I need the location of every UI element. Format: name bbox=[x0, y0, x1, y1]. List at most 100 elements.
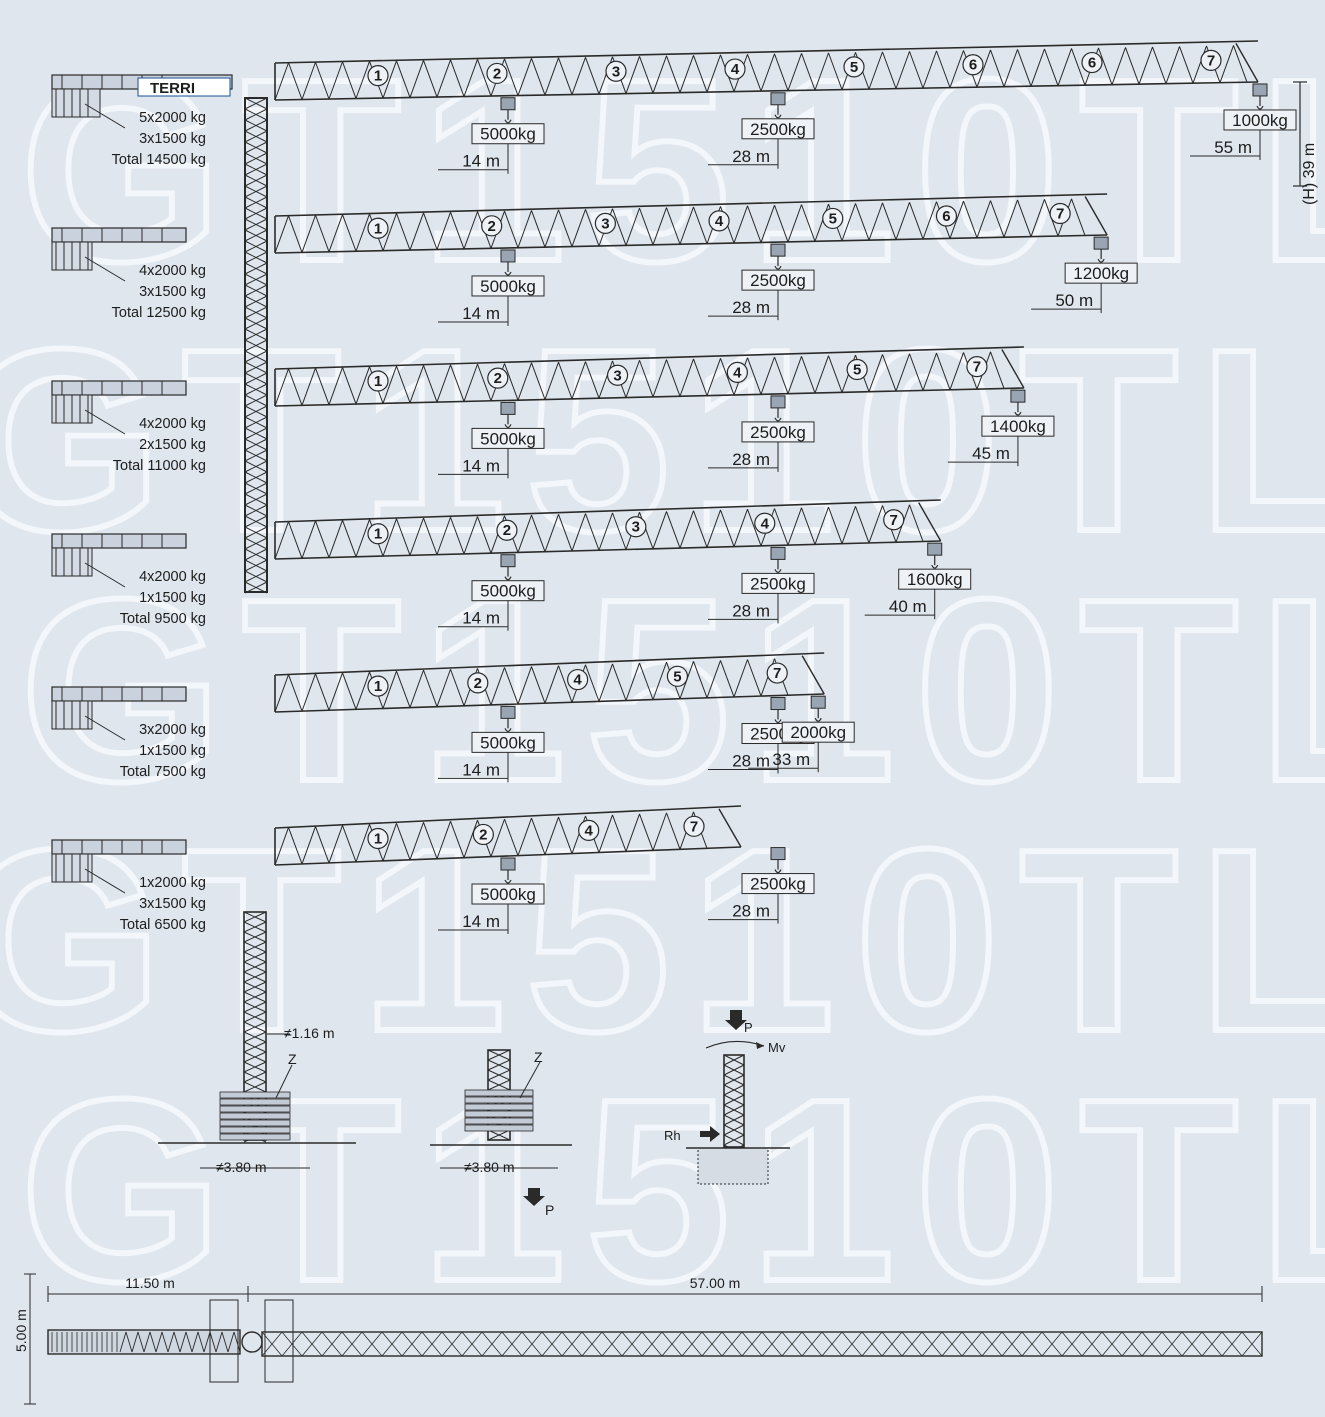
plan-jib-lace bbox=[1141, 1331, 1163, 1357]
jib-lacing bbox=[639, 207, 654, 245]
plan-counter-lace bbox=[167, 1331, 175, 1353]
plan-jib-lace bbox=[261, 1331, 283, 1357]
load-kg: 5000kg bbox=[480, 125, 536, 144]
base1-brace bbox=[243, 1071, 267, 1083]
plan-counter-lace bbox=[125, 1331, 133, 1353]
mast-brace bbox=[244, 361, 268, 374]
section-marker bbox=[605, 60, 627, 82]
mast-brace bbox=[244, 427, 268, 440]
load-distance: 55 m bbox=[1214, 138, 1252, 157]
jib-lacing bbox=[625, 813, 640, 852]
hook-block-icon bbox=[500, 857, 516, 871]
mast-brace bbox=[244, 328, 268, 341]
jib-lacing bbox=[625, 360, 640, 398]
tower-height-label: (H) 39 m bbox=[1301, 143, 1318, 205]
mast-brace bbox=[244, 537, 268, 550]
hook-block-icon bbox=[770, 243, 786, 257]
counterweight-line: 3x2000 kg bbox=[139, 722, 206, 738]
jib-lacing bbox=[409, 669, 424, 708]
plan-jib-lace bbox=[981, 1331, 1003, 1357]
jib-lacing bbox=[1057, 48, 1072, 86]
hook-icon bbox=[774, 569, 782, 573]
plan-jib-lace bbox=[321, 1331, 343, 1357]
counter-jib-beam bbox=[51, 839, 187, 855]
jib-lacing bbox=[760, 356, 775, 395]
jib-lacing bbox=[733, 205, 748, 244]
jib-lacing bbox=[774, 53, 789, 91]
jib-bottom-chord bbox=[274, 693, 825, 713]
jib-lacing bbox=[666, 55, 681, 93]
jib-lacing bbox=[328, 825, 343, 864]
ballast-block bbox=[219, 1105, 291, 1113]
plan-jib-lace bbox=[401, 1331, 423, 1357]
jib-top-chord bbox=[274, 652, 825, 676]
mast-brace bbox=[244, 251, 268, 264]
jib-lacing bbox=[693, 206, 708, 244]
jib-lacing bbox=[315, 520, 330, 558]
jib-lacing bbox=[1138, 46, 1153, 85]
hook-icon bbox=[504, 576, 512, 581]
jib-lacing bbox=[423, 60, 438, 98]
plan-jib-lace bbox=[341, 1331, 363, 1357]
base1-brace bbox=[243, 1001, 267, 1013]
ballast-block bbox=[219, 1112, 291, 1120]
jib-lacing bbox=[558, 514, 573, 552]
jib-lacing bbox=[679, 206, 694, 245]
jib-lacing bbox=[409, 60, 424, 98]
base2-brace bbox=[487, 1049, 511, 1061]
plan-jib-lace bbox=[881, 1331, 903, 1357]
load-distance: 14 m bbox=[462, 304, 500, 323]
jib-bottom-chord bbox=[274, 387, 1024, 407]
jib-lacing bbox=[1071, 198, 1086, 236]
section-number: 7 bbox=[973, 359, 981, 376]
jib-lacing bbox=[936, 352, 951, 390]
section-number: 1 bbox=[374, 831, 382, 848]
jib-lacing bbox=[720, 509, 735, 547]
jib-lacing bbox=[990, 49, 1005, 87]
jib-lacing bbox=[585, 57, 600, 95]
plan-counter-lace bbox=[131, 1331, 139, 1353]
jib-lacing bbox=[801, 356, 816, 394]
counterweight-line: 3x1500 kg bbox=[139, 896, 206, 912]
plan-jib-lace bbox=[941, 1331, 963, 1357]
plan-counter-lace bbox=[173, 1331, 181, 1353]
load-distance: 28 m bbox=[732, 147, 770, 166]
jib-lacing bbox=[882, 51, 897, 89]
plan-jib-lace bbox=[481, 1331, 503, 1357]
jib-bottom-chord bbox=[274, 540, 941, 560]
jib-lacing bbox=[868, 202, 883, 241]
jib-lacing bbox=[396, 213, 411, 251]
ballast-block bbox=[219, 1091, 291, 1099]
section-marker bbox=[594, 212, 616, 234]
hook-icon bbox=[774, 265, 782, 270]
section-marker bbox=[883, 509, 905, 531]
load-distance: 28 m bbox=[732, 902, 770, 921]
jib-lacing bbox=[612, 814, 627, 852]
plan-jib-lace bbox=[381, 1331, 403, 1357]
mast-brace bbox=[244, 218, 268, 231]
load-distance: 14 m bbox=[462, 609, 500, 628]
counterweight-line: 3x1500 kg bbox=[139, 131, 206, 147]
jib-lacing bbox=[450, 669, 465, 706]
plan-jib-lace bbox=[861, 1331, 883, 1357]
mast-brace bbox=[244, 416, 268, 429]
jib-lacing bbox=[706, 660, 721, 699]
section-number: 4 bbox=[584, 822, 593, 839]
plan-counter-lace bbox=[221, 1331, 229, 1353]
plan-jib-lace bbox=[421, 1331, 443, 1357]
jib-lacing bbox=[990, 200, 1005, 238]
base1-brace bbox=[243, 1031, 267, 1043]
section-number: 1 bbox=[374, 678, 382, 695]
ballast-block bbox=[464, 1089, 534, 1097]
jib-lacing bbox=[517, 58, 532, 96]
